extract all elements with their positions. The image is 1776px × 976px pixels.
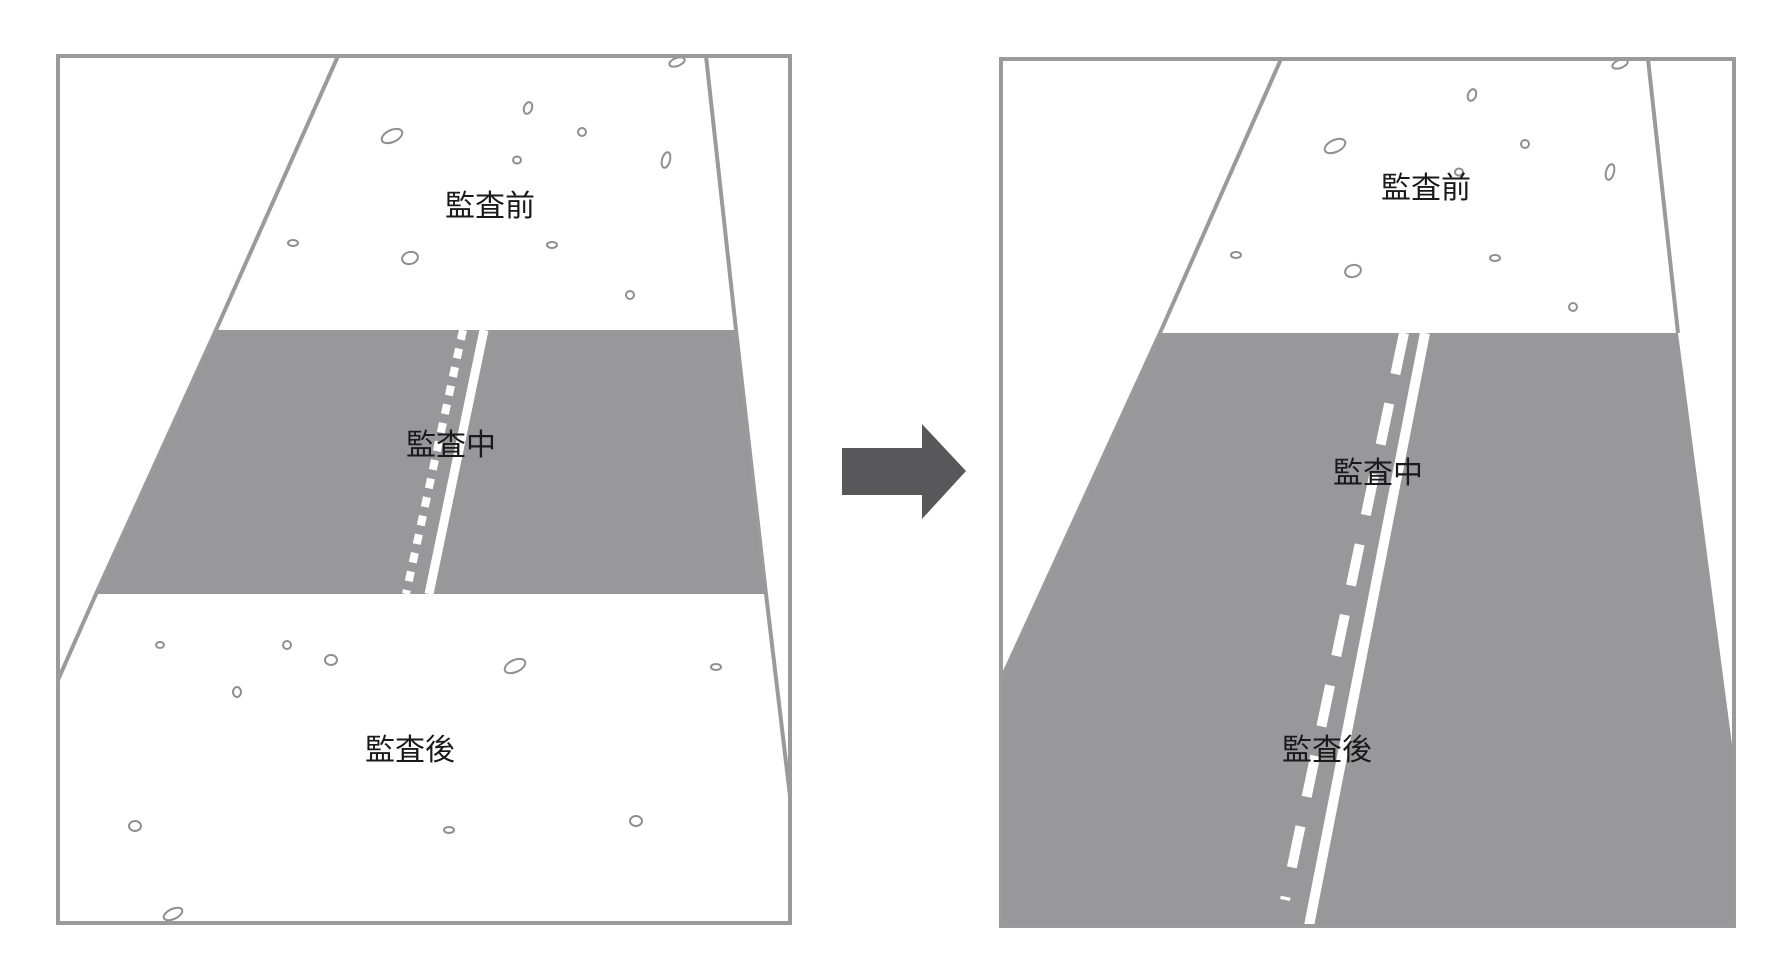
debris-icon — [282, 640, 292, 650]
debris-icon — [1344, 263, 1362, 279]
left-road-left-edge — [56, 55, 340, 681]
debris-icon — [668, 56, 686, 68]
right-center-lines — [1280, 331, 1430, 927]
debris-icon — [1604, 163, 1616, 181]
right-panel-frame — [999, 57, 1736, 928]
debris-icon — [1568, 302, 1578, 312]
debris-icon — [660, 151, 672, 169]
left-solid-center-line — [424, 329, 489, 595]
debris-icon — [232, 686, 242, 698]
debris-icon — [128, 820, 142, 832]
left-panel-frame — [56, 54, 792, 925]
debris-icon — [710, 663, 722, 671]
debris-icon — [324, 654, 338, 666]
debris-icon — [401, 250, 419, 266]
debris-icon — [443, 826, 455, 834]
debris-icon — [522, 101, 534, 115]
left-panel: 監査前 監査中 監査後 — [56, 54, 792, 925]
left-center-lines — [402, 329, 489, 595]
right-before-label: 監査前 — [1381, 171, 1471, 206]
debris-icon — [1520, 139, 1530, 149]
left-dashed-center-line — [402, 329, 467, 595]
debris-icon — [380, 127, 404, 145]
right-during-label: 監査中 — [1333, 456, 1423, 491]
debris-icon — [1230, 251, 1242, 259]
left-during-label: 監査中 — [406, 428, 496, 463]
right-panel: 監査前 監査中 監査後 — [999, 57, 1736, 928]
right-solid-center-line — [1304, 332, 1430, 927]
debris-icon — [1466, 88, 1478, 102]
debris-icon — [162, 906, 184, 922]
debris-icon — [625, 290, 635, 300]
left-debris-group — [128, 56, 722, 922]
left-road-right-edge — [704, 55, 792, 797]
debris-icon — [503, 657, 527, 675]
right-arrow-icon — [842, 424, 966, 519]
debris-icon — [155, 641, 165, 649]
left-after-label: 監査後 — [365, 733, 455, 768]
right-dashed-center-line — [1280, 331, 1409, 902]
left-before-label: 監査前 — [445, 189, 535, 224]
debris-icon — [546, 241, 558, 249]
right-debris-group — [1230, 58, 1629, 312]
debris-icon — [512, 155, 522, 165]
debris-icon — [577, 127, 587, 137]
debris-icon — [287, 239, 299, 247]
right-road-left-edge — [999, 58, 1283, 681]
debris-icon — [629, 815, 643, 827]
debris-icon — [1323, 137, 1347, 155]
right-road-right-edge — [1646, 58, 1680, 334]
debris-icon — [1454, 167, 1464, 177]
debris-icon — [1489, 254, 1501, 262]
right-after-label: 監査後 — [1282, 733, 1372, 768]
